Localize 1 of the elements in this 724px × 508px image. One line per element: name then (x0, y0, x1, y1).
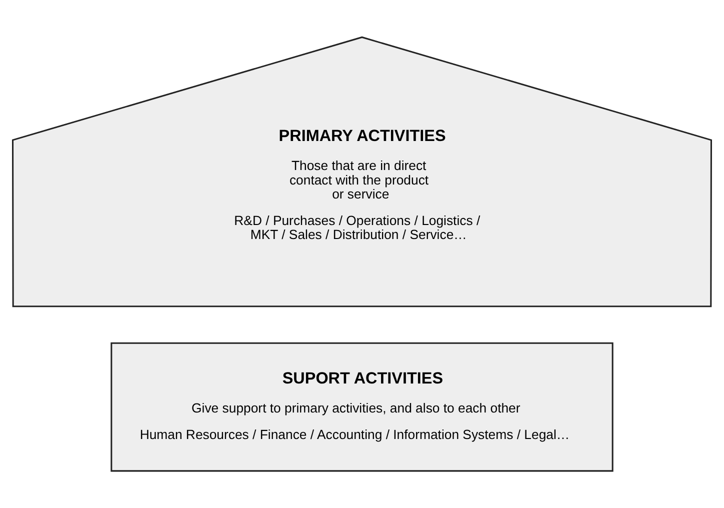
node-box: SUPORT ACTIVITIES Give support to primary activities, and also to each other Human Resources / Finance / Accounting / Information Systems / Legal… (110, 342, 614, 472)
